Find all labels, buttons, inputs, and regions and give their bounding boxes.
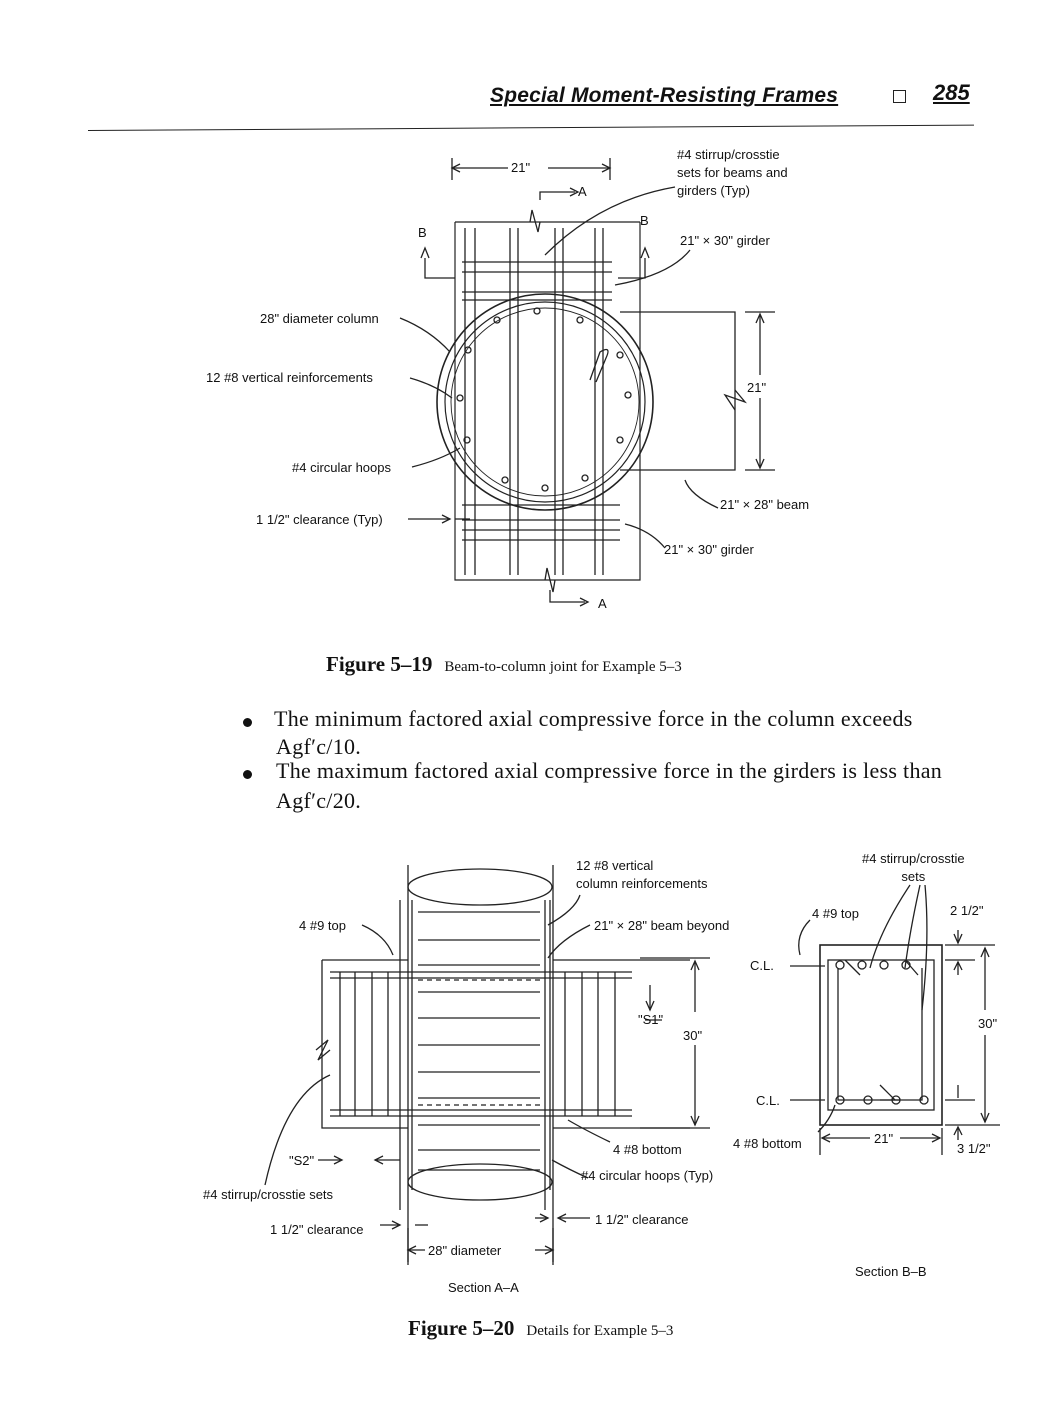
- aa-clearance-right: 1 1/2" clearance: [595, 1212, 689, 1227]
- bb-cl-bottom: C.L.: [756, 1093, 780, 1108]
- fig19-column-label: 28" diameter column: [260, 311, 379, 326]
- aa-s1-label: "S1": [638, 1012, 664, 1027]
- bb-bottom-label: 4 #8 bottom: [733, 1136, 802, 1151]
- aa-beam-beyond: 21" × 28" beam beyond: [594, 918, 730, 933]
- fig19-girder-bottom: 21" × 30" girder: [664, 542, 754, 557]
- bb-dim-bottom: 3 1/2": [957, 1141, 991, 1156]
- aa-bottom-label: 4 #8 bottom: [613, 1142, 682, 1157]
- fig19-stirrup-label: #4 stirrup/crosstie sets for beams and g…: [677, 147, 788, 198]
- bb-dim-21: 21": [874, 1131, 894, 1146]
- fig19-hoops-label: #4 circular hoops: [292, 460, 391, 475]
- aa-s2-label: "S2": [289, 1153, 315, 1168]
- fig19-section-a-top: A: [578, 184, 587, 199]
- aa-clearance-left: 1 1/2" clearance: [270, 1222, 364, 1237]
- running-header-title: Special Moment-Resisting Frames: [490, 84, 839, 107]
- bb-dim-top: 2 1/2": [950, 903, 984, 918]
- aa-section-title: Section A–A: [448, 1280, 519, 1295]
- bb-top-label: 4 #9 top: [812, 906, 859, 921]
- fig19-section-b-right: B: [640, 213, 649, 228]
- bb-dim-30: 30": [978, 1016, 998, 1031]
- section-aa-drawing: [264, 865, 710, 1265]
- fig19-vertical-reinf: 12 #8 vertical reinforcements: [206, 370, 373, 385]
- fig19-dim-top: 21": [511, 160, 531, 175]
- fig19-section-a-bottom: A: [598, 596, 607, 611]
- fig19-clearance-label: 1 1/2" clearance (Typ): [256, 512, 383, 527]
- bullet-1-formula: Agf′c/10.: [276, 734, 362, 759]
- bb-stirrup-label: #4 stirrup/crosstie sets: [862, 851, 965, 884]
- bullet-dot: [243, 718, 252, 727]
- figure-5-19-caption: Figure 5–19 Beam-to-column joint for Exam…: [326, 652, 682, 677]
- bullet-2-formula: Agf′c/20.: [276, 788, 362, 813]
- aa-hoops-label: #4 circular hoops (Typ): [581, 1168, 714, 1183]
- figure-5-20-number: Figure 5–20: [408, 1316, 515, 1340]
- bb-cl-top: C.L.: [750, 958, 774, 973]
- bullet-2-text: The maximum factored axial compressive f…: [276, 758, 943, 783]
- figure-5-20-text: Details for Example 5–3: [526, 1323, 674, 1339]
- header-square-icon: [893, 90, 906, 103]
- aa-vertical-label: 12 #8 vertical column reinforcements: [576, 858, 708, 891]
- figure-5-19-number: Figure 5–19: [326, 652, 433, 676]
- bullet-dot: [243, 770, 252, 779]
- aa-dim-30: 30": [683, 1028, 703, 1043]
- aa-diameter-label: 28" diameter: [428, 1243, 502, 1258]
- page-number: 285: [933, 80, 970, 105]
- fig19-section-b-left: B: [418, 225, 427, 240]
- section-bb-drawing: [790, 884, 1000, 1155]
- fig19-girder-top: 21" × 30" girder: [680, 233, 770, 248]
- bb-section-title: Section B–B: [855, 1264, 927, 1279]
- figure-5-20-caption: Figure 5–20 Details for Example 5–3: [408, 1316, 673, 1341]
- figure-5-19-text: Beam-to-column joint for Example 5–3: [444, 659, 682, 675]
- aa-stirrup-sets: #4 stirrup/crosstie sets: [203, 1187, 334, 1202]
- bullet-1-text: The minimum factored axial compressive f…: [274, 706, 913, 731]
- fig19-dim-right: 21": [747, 380, 767, 395]
- fig19-beam-label: 21" × 28" beam: [720, 497, 810, 512]
- aa-top-label: 4 #9 top: [299, 918, 346, 933]
